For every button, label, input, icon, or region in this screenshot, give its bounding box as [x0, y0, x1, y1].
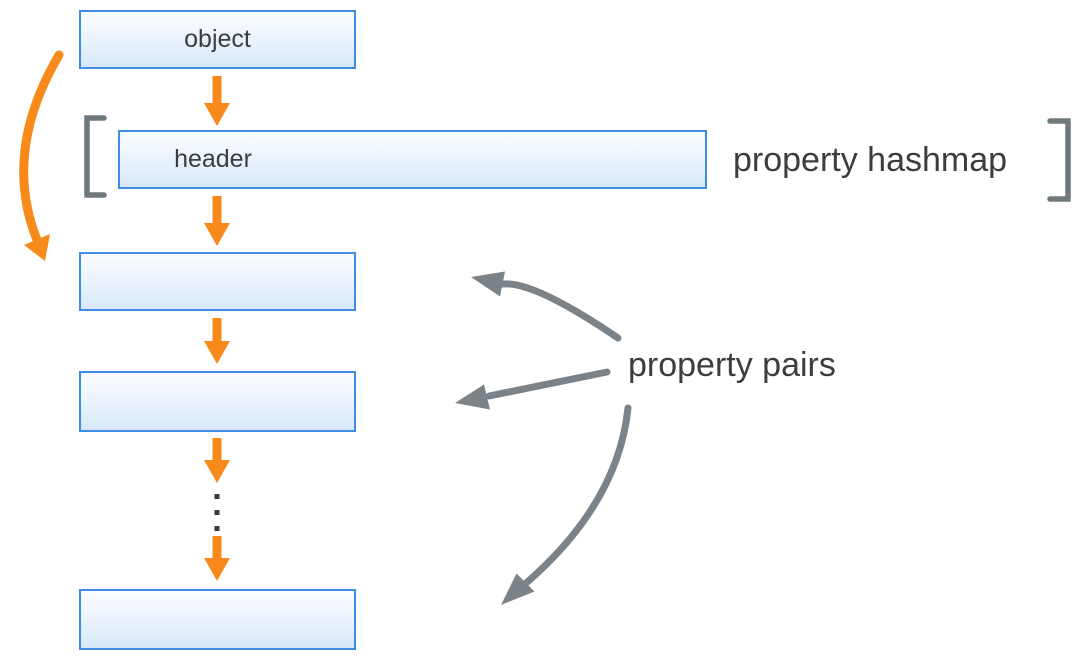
down-arrow-2-icon [204, 196, 230, 246]
down-arrow-1-icon [204, 76, 230, 126]
down-arrow-5-icon [204, 536, 230, 581]
property-pair-box-1 [79, 252, 356, 311]
left-bracket-icon [84, 115, 107, 198]
property-pair-box-2 [79, 371, 356, 432]
header-cell: header [120, 145, 306, 174]
property-pairs-label: property pairs [628, 346, 836, 384]
down-arrow-3-icon [204, 318, 230, 364]
gray-arrow-to-pair-1-icon [471, 271, 622, 342]
gray-arrow-to-pair-2-icon [455, 368, 611, 410]
header-box-label: header [174, 145, 252, 173]
property-hashmap-label: property hashmap [733, 141, 1008, 179]
down-arrow-4-icon [204, 438, 230, 483]
object-box: object [79, 10, 356, 69]
right-bracket-icon [1047, 118, 1071, 202]
vertical-ellipsis-dots [214, 494, 220, 531]
curved-arrow-object-to-pairs-icon [19, 50, 64, 261]
gray-arrow-to-pair-3-icon [501, 404, 632, 605]
object-box-label: object [184, 25, 251, 53]
hashmap-header-box: header [118, 130, 707, 189]
property-pair-box-3 [79, 589, 356, 650]
